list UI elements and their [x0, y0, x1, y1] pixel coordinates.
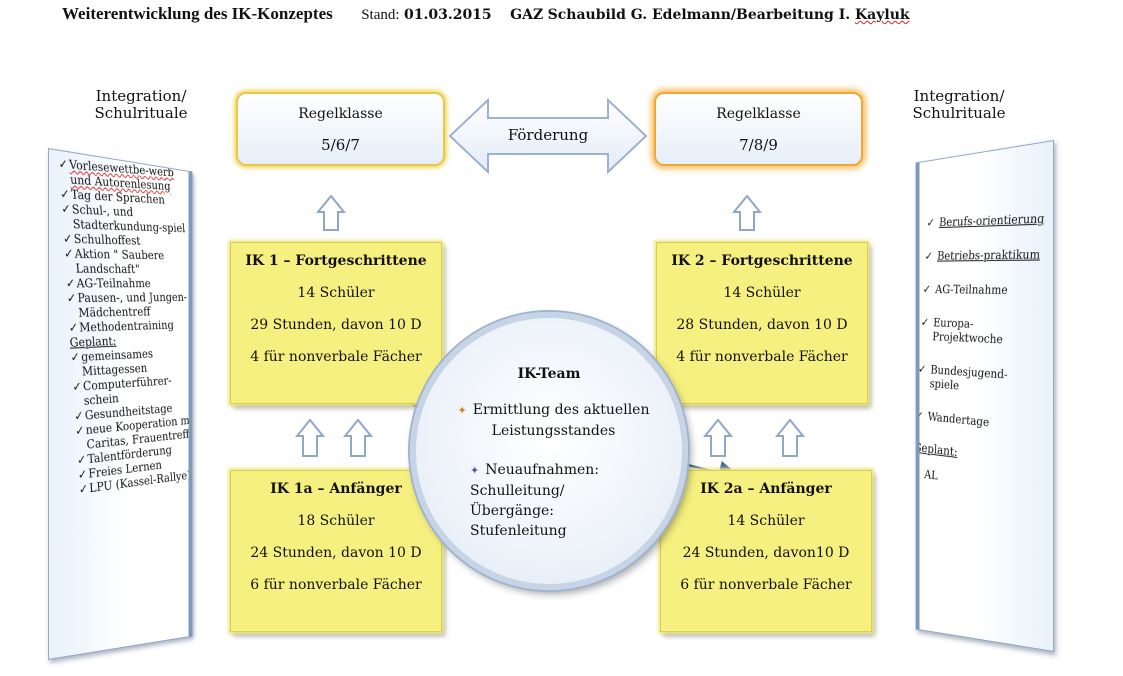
author-last: Kayluk [855, 7, 910, 23]
team-line: Übergänge: [470, 503, 555, 519]
ik-hours: 24 Stunden, davon 10 D [250, 545, 422, 561]
header: Weiterentwicklung des IK-Konzeptes Stand… [62, 4, 910, 24]
foerderung-double-arrow: Förderung [448, 96, 648, 180]
gaz-label: GAZ [510, 7, 544, 23]
regelklasse-7-8-9: Regelklasse 7/8/9 [654, 92, 863, 166]
up-arrow-icon [294, 418, 326, 457]
ik-students: 18 Schüler [297, 513, 375, 529]
star-bullet-icon: ✦ [457, 404, 467, 417]
foerderung-label: Förderung [507, 126, 589, 144]
ik-title: IK 1 – Fortgeschrittene [245, 253, 427, 269]
left-title-line1: Integration/ [95, 87, 187, 105]
regelklasse-grades: 5/6/7 [321, 136, 360, 154]
team-line: Stufenleitung [470, 523, 567, 539]
left-panel-title: Integration/ Schulrituale [76, 88, 206, 122]
up-arrow-icon [774, 418, 806, 457]
up-arrow-icon [702, 418, 734, 457]
ik-hours: 29 Stunden, davon 10 D [250, 317, 422, 333]
team-line: Schulleitung/ [470, 483, 565, 499]
right-panel-title: Integration/ Schulrituale [894, 88, 1024, 122]
ik-title: IK 1a – Anfänger [270, 481, 402, 497]
ik-title: IK 2a – Anfänger [700, 481, 832, 497]
team-bullet-1: ✦Ermittlung des aktuellen Leistungsstand… [457, 402, 650, 439]
up-arrow-icon [342, 418, 374, 457]
star-bullet-icon: ✦ [470, 464, 480, 477]
double-arrow-icon [448, 97, 648, 175]
diagram-title: Weiterentwicklung des IK-Konzeptes [62, 4, 333, 23]
right-title-line1: Integration/ [913, 87, 1005, 105]
team-title: IK-Team [517, 366, 581, 382]
ik-students: 14 Schüler [727, 513, 805, 529]
ik-hours: 24 Stunden, davon10 D [682, 545, 850, 561]
up-arrows [294, 194, 806, 457]
ik-hours: 28 Stunden, davon 10 D [676, 317, 848, 333]
regelklasse-title: Regelklasse [298, 106, 383, 122]
ik2-box: IK 2 – Fortgeschrittene 14 Schüler 28 St… [656, 242, 868, 404]
right-title-line2: Schulrituale [912, 104, 1006, 122]
stand-label: Stand: [361, 7, 400, 23]
regelklasse-title: Regelklasse [716, 106, 801, 122]
ik-nonverbal: 4 für nonverbale Fächer [250, 349, 422, 365]
ik-nonverbal: 6 für nonverbale Fächer [250, 577, 422, 593]
stand-date: 01.03.2015 [403, 7, 492, 23]
ik1a-box: IK 1a – Anfänger 18 Schüler 24 Stunden, … [230, 470, 442, 632]
ik-team-circle: IK-Team ✦Ermittlung des aktuellen Leistu… [410, 312, 688, 590]
ik2a-box: IK 2a – Anfänger 14 Schüler 24 Stunden, … [660, 470, 872, 632]
ik-nonverbal: 6 für nonverbale Fächer [680, 577, 852, 593]
ik1-box: IK 1 – Fortgeschrittene 14 Schüler 29 St… [230, 242, 442, 404]
up-arrow-icon [731, 194, 763, 231]
regelklasse-5-6-7: Regelklasse 5/6/7 [236, 92, 445, 166]
ik-students: 14 Schüler [297, 285, 375, 301]
credits: Schaubild G. Edelmann/Bearbeitung I. Kay… [547, 7, 910, 23]
regelklasse-grades: 7/8/9 [739, 136, 778, 154]
ik-title: IK 2 – Fortgeschrittene [671, 253, 853, 269]
up-arrow-icon [315, 194, 347, 231]
ik-nonverbal: 4 für nonverbale Fächer [676, 349, 848, 365]
left-title-line2: Schulrituale [94, 104, 188, 122]
ik-students: 14 Schüler [723, 285, 801, 301]
team-bullet-2: ✦Neuaufnahmen: Schulleitung/ Übergänge: … [470, 460, 670, 541]
